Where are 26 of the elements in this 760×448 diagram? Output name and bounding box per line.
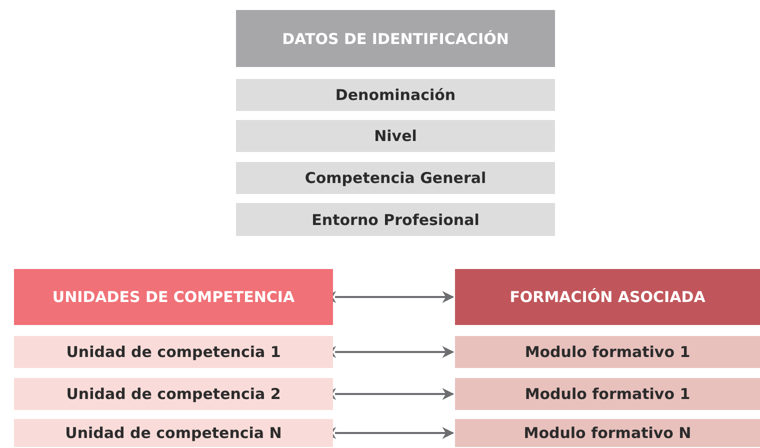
item-box: [455, 378, 760, 410]
header-box: [14, 269, 333, 325]
box-label: Modulo formativo 1: [524, 343, 690, 361]
item-box: [14, 378, 333, 410]
box-label: Competencia General: [304, 169, 486, 187]
box-label: Modulo formativo 1: [524, 385, 690, 403]
box-label: DATOS DE IDENTIFICACIÓN: [282, 30, 509, 48]
box-label: Nivel: [374, 127, 417, 145]
item-box: [236, 120, 555, 152]
item-box: [236, 79, 555, 111]
item-box: [236, 203, 555, 236]
header-box: [236, 10, 555, 67]
item-box: [14, 419, 333, 447]
box-label: Unidad de competencia 2: [66, 385, 281, 403]
item-box: [236, 162, 555, 194]
box-label: Unidad de competencia 1: [66, 343, 281, 361]
box-label: Unidad de competencia N: [65, 424, 282, 442]
box-label: Entorno Profesional: [312, 210, 480, 228]
box-label: Modulo formativo N: [524, 424, 692, 442]
box-label: UNIDADES DE COMPETENCIA: [52, 288, 295, 306]
item-box: [14, 336, 333, 368]
item-box: [455, 336, 760, 368]
box-label: FORMACIÓN ASOCIADA: [510, 288, 706, 306]
header-box: [455, 269, 760, 325]
box-label: Denominación: [335, 86, 456, 104]
item-box: [455, 419, 760, 447]
